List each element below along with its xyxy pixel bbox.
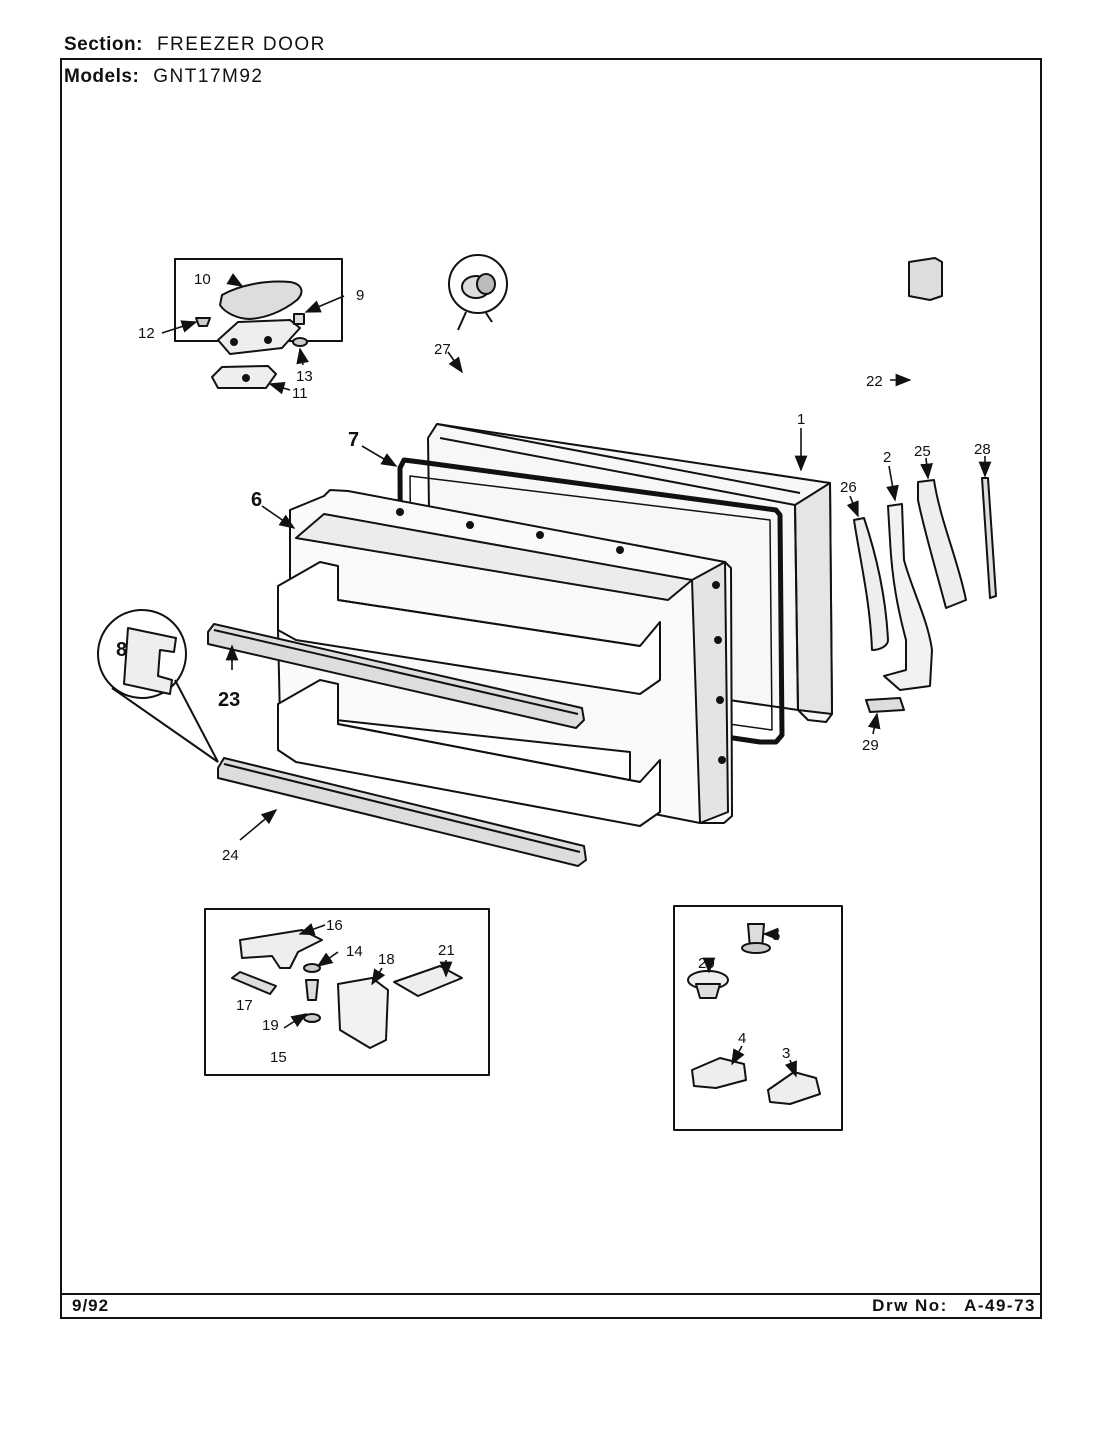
callout-14: 14	[346, 943, 363, 960]
callout-24: 24	[222, 847, 239, 864]
callout-29: 29	[862, 737, 879, 754]
callout-21: 21	[438, 942, 455, 959]
callout-13: 13	[296, 368, 313, 385]
section-heading: Section: FREEZER DOOR	[64, 34, 326, 56]
drawing-number: Drw No: A-49-73	[872, 1296, 1036, 1316]
drawing-number-value: A-49-73	[964, 1296, 1036, 1315]
callout-10: 10	[194, 271, 211, 288]
callout-4: 4	[738, 1030, 746, 1047]
clip-part-3	[767, 1071, 821, 1105]
callout-3: 3	[782, 1045, 790, 1062]
models-heading: Models: GNT17M92	[64, 66, 263, 88]
callout-17: 17	[236, 997, 253, 1014]
callout-labels: 1 2 3 4 5 6 7 8 9 10 11 12 13 14 15 16 1…	[116, 271, 991, 1066]
callout-11: 11	[292, 385, 308, 402]
callout-8: 8	[116, 639, 127, 661]
callout-16: 16	[326, 917, 343, 934]
hinge-pin-part-19	[305, 979, 319, 1001]
models-label: Models:	[64, 66, 140, 87]
drawing-date: 9/92	[72, 1296, 110, 1315]
callout-6: 6	[251, 489, 262, 511]
hinge-bracket-part-16	[239, 929, 323, 969]
callout-23: 23	[218, 689, 240, 711]
section-value: FREEZER DOOR	[156, 34, 326, 55]
callout-12: 12	[138, 325, 155, 342]
drawing-frame	[60, 58, 1042, 1319]
callout-1: 1	[797, 411, 805, 428]
hardware-inset-left	[204, 908, 490, 1076]
callout-27: 27	[434, 341, 451, 358]
callout-7: 7	[348, 429, 359, 451]
rail-end-cap-bubble	[97, 609, 187, 699]
hinge-bracket-part-18	[337, 977, 389, 1049]
section-label: Section:	[64, 34, 143, 55]
hinge-pin-part-12	[195, 317, 211, 327]
callout-18: 18	[378, 951, 395, 968]
callout-9: 9	[356, 287, 364, 304]
models-value: GNT17M92	[153, 66, 264, 87]
callout-28: 28	[974, 441, 991, 458]
handle-screw-strip-part-28	[981, 477, 997, 599]
callout-15: 15	[270, 1049, 287, 1066]
callout-22: 22	[866, 373, 883, 390]
handle-insert-part-26	[853, 517, 889, 651]
callout-19: 19	[262, 1017, 279, 1034]
callout-26: 26	[840, 479, 857, 496]
handle-trim-part-25	[917, 479, 967, 609]
hinge-bushing-part-9	[293, 313, 305, 325]
washer-part-14	[303, 963, 321, 973]
hinge-plate-part-21	[393, 965, 463, 997]
handle-end-cap-part-22	[908, 257, 943, 301]
callout-5: 5	[772, 927, 780, 944]
callout-20: 20	[698, 955, 715, 972]
handle-bracket-part-29	[865, 697, 905, 713]
hardware-inset-right	[673, 905, 843, 1131]
hinge-shim-part-17	[231, 971, 277, 995]
callout-25: 25	[914, 443, 931, 460]
washer-part-13	[292, 337, 308, 347]
door-handle-part-2	[883, 503, 933, 691]
hinge-plate-part	[217, 319, 301, 355]
bumper-detail-bubble	[448, 254, 508, 314]
lower-door-shelf	[277, 679, 661, 827]
footer-divider	[60, 1293, 1042, 1295]
clip-part-4	[691, 1057, 747, 1089]
drawing-number-label: Drw No:	[872, 1296, 948, 1315]
hinge-cover-part-10	[219, 280, 303, 320]
upper-door-shelf	[277, 561, 661, 695]
callout-2: 2	[883, 449, 891, 466]
washer-part-15	[303, 1013, 321, 1023]
